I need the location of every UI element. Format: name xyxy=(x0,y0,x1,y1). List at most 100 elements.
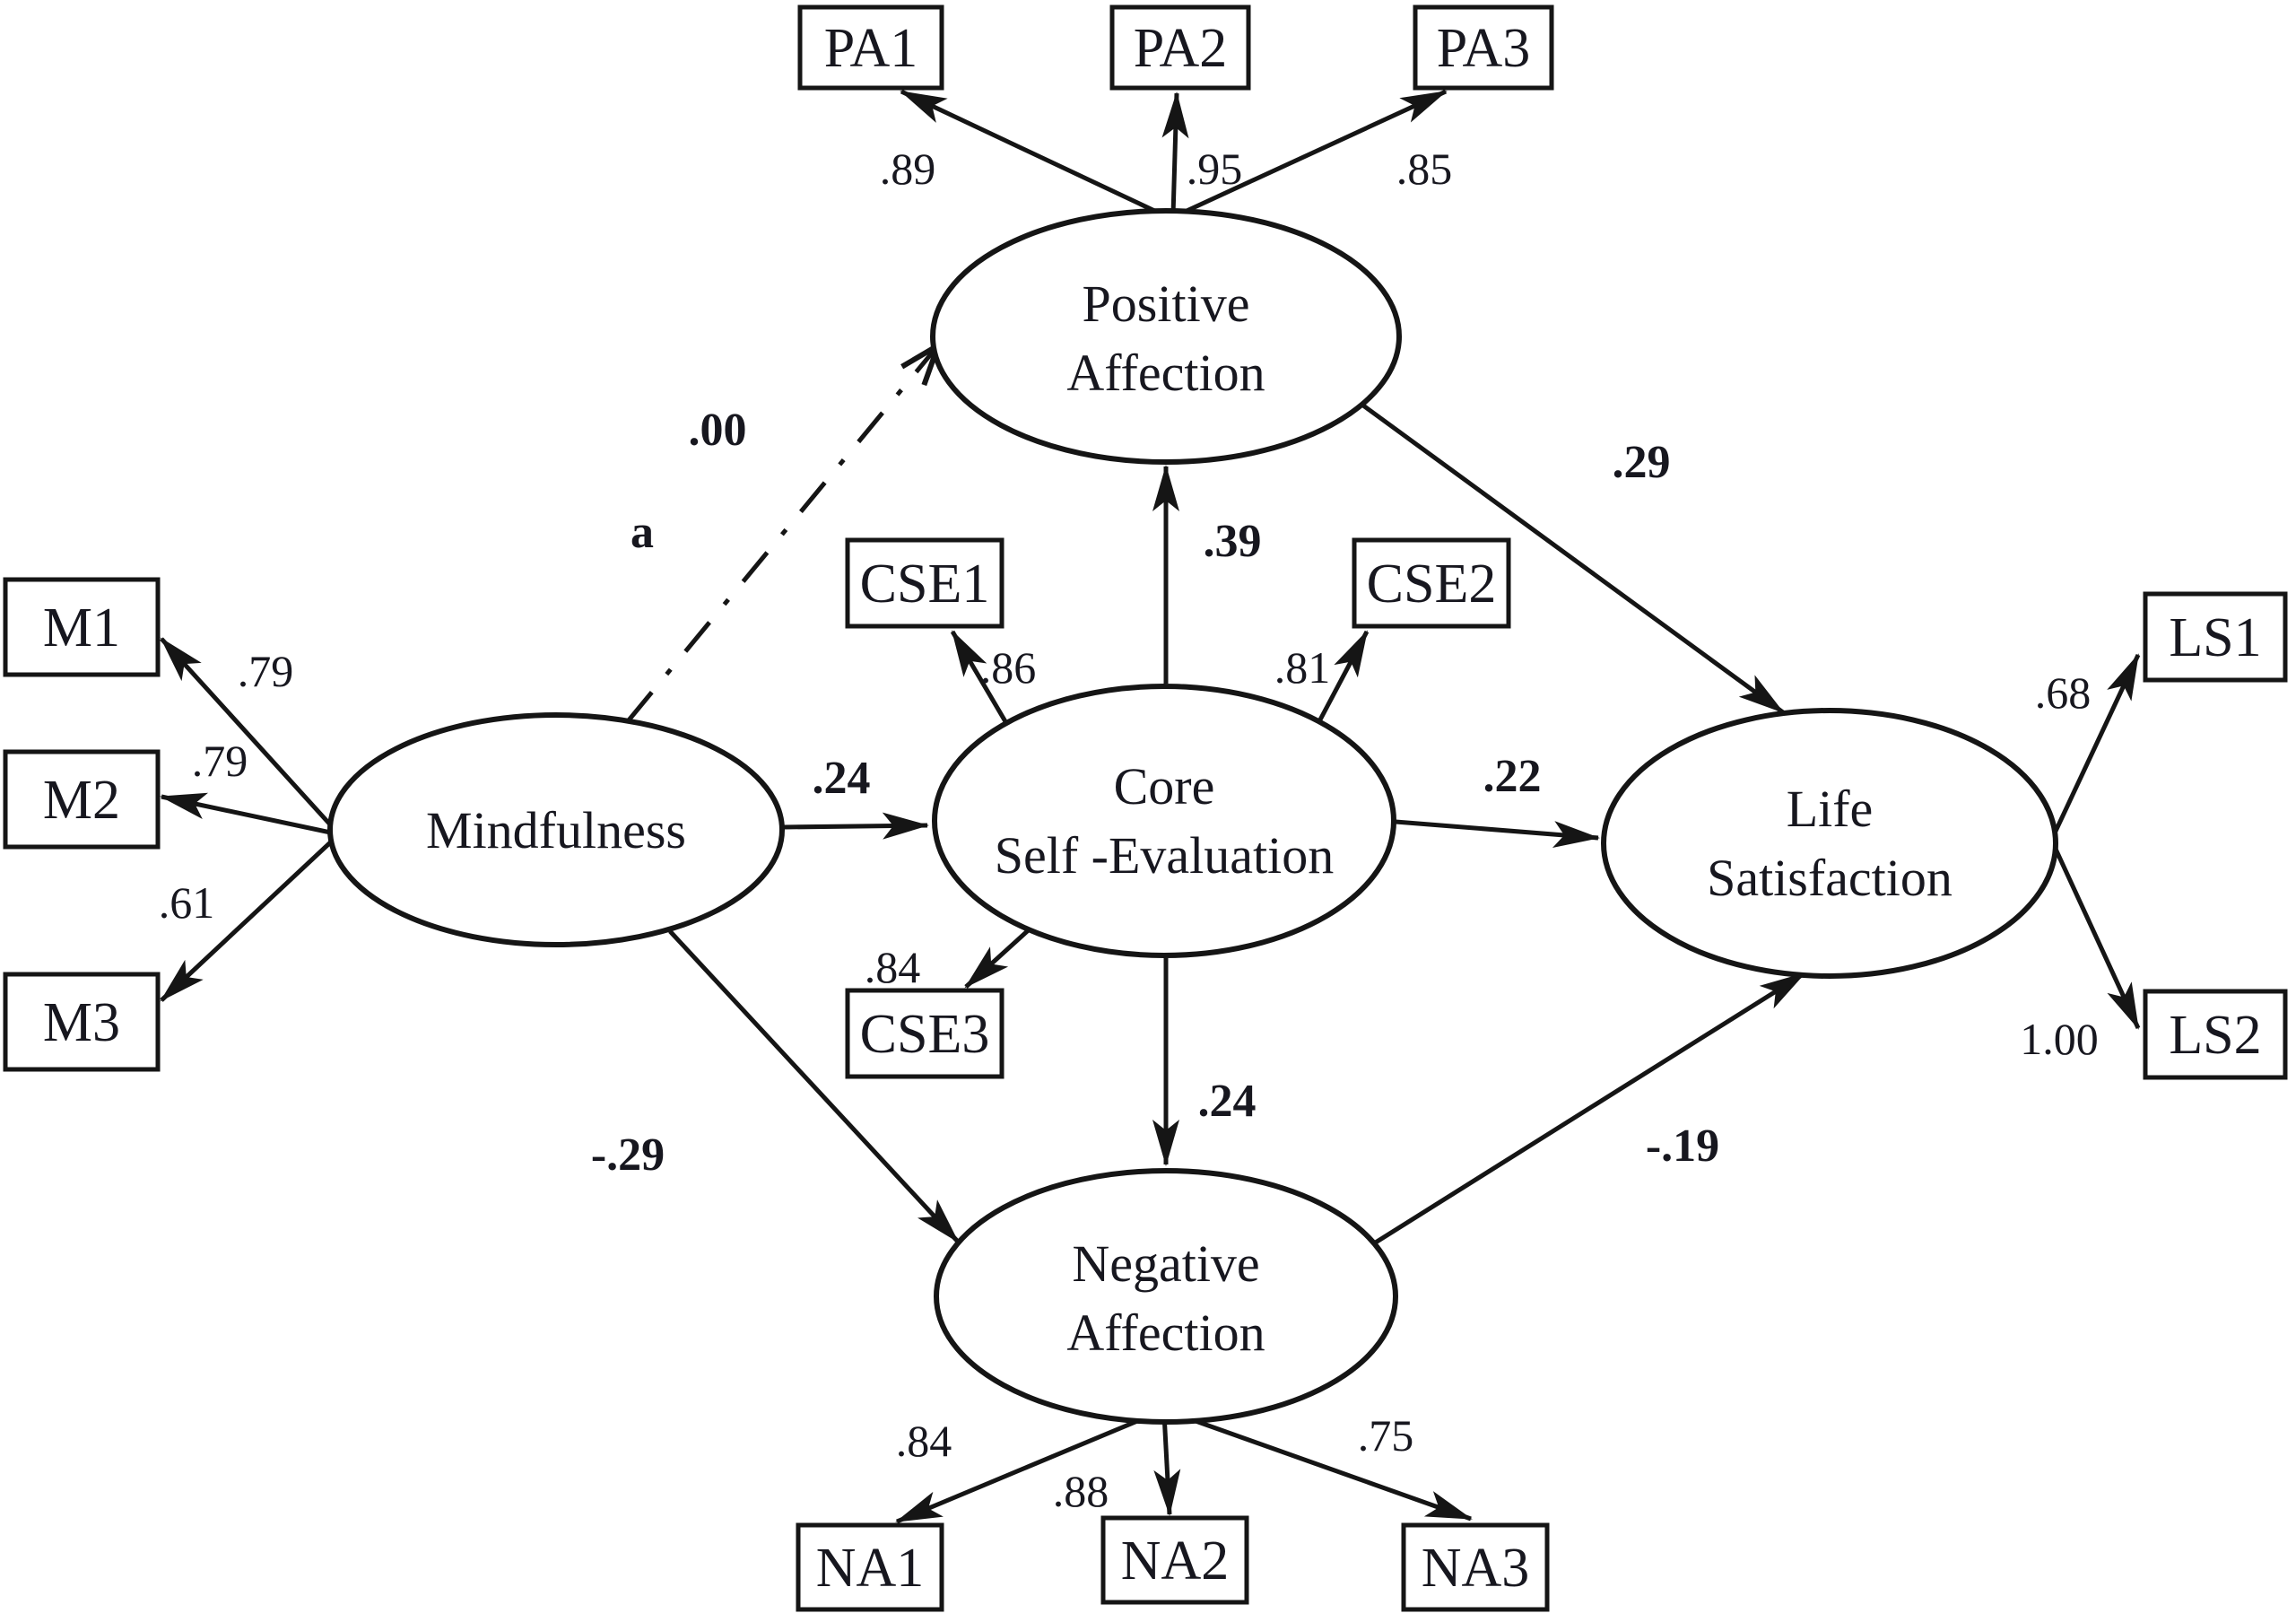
pa3-box xyxy=(1413,4,1554,91)
cse3-label: CSE3 xyxy=(860,1004,990,1065)
loading-cse2: .81 xyxy=(1274,642,1331,693)
coef-positive-affection-to-life-satisfaction: .29 xyxy=(1613,437,1671,488)
observed-pa1: PA1 xyxy=(797,4,944,91)
observed-na1: NA1 xyxy=(796,1522,944,1612)
loading-na1: .84 xyxy=(896,1416,952,1466)
loading-ls2: 1.00 xyxy=(2020,1014,2099,1064)
loading-pa1: .89 xyxy=(880,144,936,194)
latent-positive-affection: Positive Affection xyxy=(930,208,1402,465)
m2-label: M2 xyxy=(43,770,120,831)
loading-cse3: .84 xyxy=(865,942,921,992)
loading-na3: .75 xyxy=(1358,1410,1414,1461)
m3-box xyxy=(3,972,161,1072)
coef-mindfulness-to-core-self-evaluation: .24 xyxy=(813,753,871,804)
life-satisfaction-label-line1: Life xyxy=(1787,780,1874,838)
arrow-negative-affection-to-na1 xyxy=(895,1409,1160,1524)
m2-box xyxy=(3,749,161,850)
ls2-box xyxy=(2143,989,2288,1080)
path-coefficient-labels: .00 a .24 -.29 .39 .22 .24 .29 -.19 xyxy=(591,405,1719,1181)
arrow-positive-affection-to-pa2 xyxy=(1161,92,1189,216)
arrow-life-satisfaction-to-ls1 xyxy=(2049,653,2141,841)
pa2-box xyxy=(1109,4,1251,91)
loading-cse1: .86 xyxy=(980,642,1037,693)
m1-label: M1 xyxy=(43,597,120,658)
pa2-label: PA2 xyxy=(1134,18,1228,79)
core-self-evaluation-label-line2: Self -Evaluation xyxy=(995,826,1335,885)
life-satisfaction-ellipse xyxy=(1601,708,2058,979)
arrow-mindfulness-to-core-self-evaluation xyxy=(783,812,929,840)
ls1-label: LS1 xyxy=(2169,607,2261,668)
core-self-evaluation-label-line1: Core xyxy=(1114,757,1215,815)
m3-label: M3 xyxy=(43,992,120,1053)
arrow-negative-affection-to-na3 xyxy=(1170,1409,1473,1522)
loading-pa3: .85 xyxy=(1396,144,1453,194)
arrow-core-to-life-satisfaction xyxy=(1395,819,1600,848)
observed-m2: M2 xyxy=(3,749,161,850)
na3-label: NA3 xyxy=(1422,1538,1530,1599)
coef-core-to-negative-affection: .24 xyxy=(1198,1076,1257,1127)
arrow-mindfulness-to-positive-affection xyxy=(626,345,938,723)
cse2-box xyxy=(1352,537,1511,629)
loading-ls1: .68 xyxy=(2035,667,2092,718)
coef-negative-affection-to-life-satisfaction: -.19 xyxy=(1646,1121,1719,1172)
observed-cse3: CSE3 xyxy=(845,988,1004,1079)
life-satisfaction-label-line2: Satisfaction xyxy=(1707,849,1952,907)
pa1-box xyxy=(797,4,944,91)
observed-ls2: LS2 xyxy=(2143,989,2288,1080)
na1-label: NA1 xyxy=(816,1538,925,1599)
arrow-core-to-cse2 xyxy=(1316,630,1370,725)
observed-cse1: CSE1 xyxy=(845,537,1004,629)
na2-label: NA2 xyxy=(1121,1530,1230,1591)
m1-box xyxy=(3,577,161,677)
arrow-mindfulness-to-negative-affection xyxy=(668,929,960,1243)
ls1-box xyxy=(2143,591,2288,683)
negative-affection-label-line2: Affection xyxy=(1066,1304,1265,1362)
positive-affection-label-line2: Affection xyxy=(1066,344,1265,402)
latent-mindfulness: Mindfulness xyxy=(327,712,785,947)
mindfulness-ellipse xyxy=(327,712,785,947)
latent-life-satisfaction: Life Satisfaction xyxy=(1601,708,2058,979)
loading-m1: .79 xyxy=(238,646,294,696)
measurement-paths xyxy=(160,89,2141,1524)
loading-m3: .61 xyxy=(159,877,215,928)
arrow-positive-affection-to-pa3 xyxy=(1171,89,1448,220)
observed-na2: NA2 xyxy=(1100,1515,1249,1605)
loading-m2: .79 xyxy=(192,736,248,786)
na2-box xyxy=(1100,1515,1249,1605)
arrow-core-to-cse1 xyxy=(950,630,1009,725)
arrow-mindfulness-to-m2 xyxy=(160,792,340,837)
cse3-box xyxy=(845,988,1004,1079)
core-self-evaluation-ellipse xyxy=(932,684,1396,958)
coef-mindfulness-to-positive-affection: .00 xyxy=(689,405,747,456)
arrow-positive-affection-to-pa1 xyxy=(900,89,1166,218)
arrow-core-to-cse3 xyxy=(964,924,1035,989)
latent-negative-affection: Negative Affection xyxy=(934,1168,1398,1425)
observed-m3: M3 xyxy=(3,972,161,1072)
negative-affection-label-line1: Negative xyxy=(1072,1234,1259,1293)
loading-na2: .88 xyxy=(1053,1466,1109,1516)
na1-box xyxy=(796,1522,944,1612)
positive-affection-ellipse xyxy=(930,208,1402,465)
coef-core-to-positive-affection: .39 xyxy=(1204,516,1262,567)
na3-box xyxy=(1401,1522,1550,1612)
loading-labels: .79 .79 .61 .89 .95 .85 .86 .81 .84 .84 … xyxy=(159,144,2099,1516)
arrow-negative-affection-to-life-satisfaction xyxy=(1372,971,1806,1246)
observed-cse2: CSE2 xyxy=(1352,537,1511,629)
latent-core-self-evaluation: Core Self -Evaluation xyxy=(932,684,1396,958)
arrow-mindfulness-to-m3 xyxy=(160,833,341,1002)
arrow-positive-affection-to-life-satisfaction xyxy=(1361,403,1785,715)
loading-pa2: .95 xyxy=(1187,144,1243,194)
negative-affection-ellipse xyxy=(934,1168,1398,1425)
observed-pa3: PA3 xyxy=(1413,4,1554,91)
observed-na3: NA3 xyxy=(1401,1522,1550,1612)
arrow-negative-affection-to-na2 xyxy=(1153,1413,1181,1516)
observed-ls1: LS1 xyxy=(2143,591,2288,683)
arrow-mindfulness-to-m1 xyxy=(160,637,341,836)
structural-paths xyxy=(626,345,1806,1246)
mindfulness-label: Mindfulness xyxy=(426,801,686,859)
coef-mindfulness-to-negative-affection: -.29 xyxy=(591,1129,665,1181)
positive-affection-label-line1: Positive xyxy=(1083,275,1250,333)
pa1-label: PA1 xyxy=(824,18,918,79)
